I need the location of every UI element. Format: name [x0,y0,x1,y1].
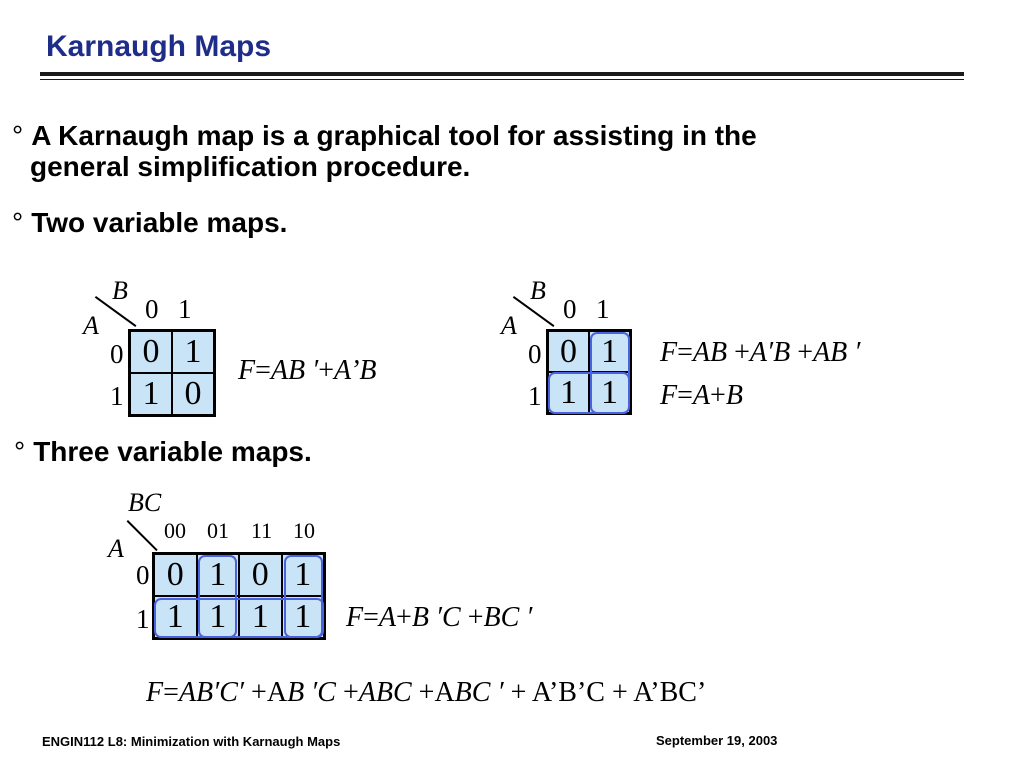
kmap-cell: 1 [281,554,324,596]
eq-op: +A [411,677,455,708]
group-outline-row-1 [154,598,324,638]
kmap-two-variable-or: B A 0 1 0 1 0 1 1 1 [498,276,658,426]
col-variable: B [530,276,546,305]
equation-full-sum-of-minterms: F=AB′C′ +AB ′C +ABC +ABC ′ + A’B’C + A’B… [146,677,706,709]
eq-sign: = [255,355,271,386]
slide-title: Karnaugh Maps [46,30,272,63]
eq-op: + [460,602,484,633]
bullet-symbol: ° [12,120,24,151]
row-label: 1 [528,381,542,411]
col-label: 10 [293,518,315,543]
kmap-cell: 1 [172,331,214,373]
eq-term: AB ′ [270,355,319,386]
row-variable: A [501,311,517,340]
row-label: 1 [110,381,124,411]
col-label: 0 [145,294,159,324]
eq-op: + [396,602,412,633]
eq-term: AB ′ [813,337,861,368]
eq-lhs: F [146,677,164,708]
eq-op: + [727,337,750,368]
bullet-line-2: general simplification procedure. [30,151,471,182]
eq-lhs: F [660,380,678,411]
eq-sign: = [677,337,693,368]
group-outline-col-01 [198,555,237,638]
bullet-karnaugh-definition: °A Karnaugh map is a graphical tool for … [12,120,952,182]
col-label: 0 [563,294,577,324]
title-rule-thick [40,72,964,76]
row-label: 1 [136,604,150,634]
kmap-two-variable-xor: B A 0 1 0 1 0 1 1 0 [80,276,240,426]
eq-term: A [378,602,397,633]
bullet-three-variable: °Three variable maps. [14,436,312,467]
col-label: 1 [178,294,192,324]
equation-map2-simplified: F=A+B [660,380,743,412]
eq-op: +A [244,677,288,708]
eq-tail: + A’B’C + A’BC’ [503,677,707,708]
eq-term: BC ′ [483,602,533,633]
col-label: 11 [251,518,273,543]
eq-term: AB [692,337,728,368]
kmap-three-variable: BC A 00 01 11 10 0 1 0 1 0 1 1 1 1 1 [104,488,344,648]
eq-op: + [790,337,814,368]
equation-map1: F=AB ′+A’B [238,355,377,387]
row-label: 0 [136,560,150,590]
col-variable: BC [128,488,162,517]
row-variable: A [83,311,99,340]
col-variable: B [112,276,128,305]
eq-op: + [335,677,359,708]
eq-term: ABC [358,677,412,708]
eq-sign: = [677,380,693,411]
bullet-text: Three variable maps. [33,436,312,467]
eq-term: A′B [749,337,791,368]
eq-lhs: F [238,355,256,386]
kmap-cell: 0 [548,331,589,372]
kmap-cell: 0 [130,331,172,373]
group-outline-col-10 [284,555,323,638]
bullet-symbol: ° [12,207,24,238]
eq-term: A [692,380,711,411]
kmap-cell: 0 [154,554,197,596]
eq-sign: = [363,602,379,633]
eq-term: A’B [334,355,377,386]
group-outline-col-1 [590,332,630,414]
eq-lhs: F [660,337,678,368]
map-corner-diagonal [126,520,158,551]
title-rule-thin [40,79,964,80]
kmap-cell: 0 [172,373,214,415]
eq-term: B [725,380,743,411]
bullet-two-variable: °Two variable maps. [12,207,287,238]
row-label: 0 [528,339,542,369]
col-label: 00 [164,518,186,543]
col-label: 1 [596,294,610,324]
eq-op: + [710,380,726,411]
footer-course-label: ENGIN112 L8: Minimization with Karnaugh … [42,734,341,749]
col-label: 01 [207,518,229,543]
kmap-grid: 0 1 1 0 [128,329,216,417]
row-variable: A [108,534,124,563]
row-label: 0 [110,339,124,369]
bullet-text: Two variable maps. [31,207,288,238]
eq-lhs: F [346,602,364,633]
eq-op: + [318,355,335,386]
eq-term: BC ′ [454,677,504,708]
bullet-symbol: ° [14,436,26,467]
eq-term: B ′C [411,602,461,633]
eq-term: AB′C′ [178,677,245,708]
eq-term: B ′C [287,677,336,708]
footer-date: September 19, 2003 [656,733,778,748]
kmap-cell: 1 [130,373,172,415]
bullet-line-1: A Karnaugh map is a graphical tool for a… [31,120,757,151]
equation-map2-sum: F=AB +A′B +AB ′ [660,337,860,369]
eq-sign: = [163,677,179,708]
kmap-cell: 1 [196,554,239,596]
kmap-cell: 0 [239,554,282,596]
equation-map3: F=A+B ′C +BC ′ [346,602,532,634]
